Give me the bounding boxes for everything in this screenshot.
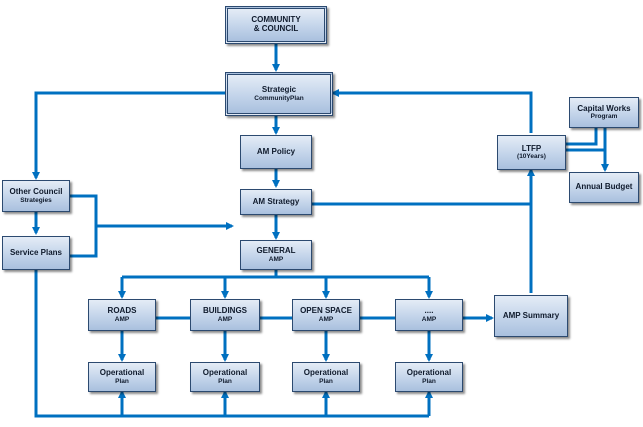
box-line1: Operational: [99, 368, 145, 378]
annual-budget-box: Annual Budget: [569, 172, 639, 203]
box-line1: COMMUNITY: [251, 15, 301, 25]
box-line2: (10Years): [517, 153, 546, 161]
ltfp-box: LTFP (10Years): [497, 135, 566, 170]
other-council-strategies-box: Other Council Strategies: [2, 180, 70, 212]
operational-plan-box: Operational Plan: [395, 362, 463, 392]
box-line2: CommunityPlan: [254, 94, 304, 102]
operational-plan-box: Operational Plan: [292, 362, 360, 392]
am-policy-box: AM Policy: [240, 135, 312, 169]
arrow-other-to-strategy: [70, 194, 234, 230]
box-line1: LTFP: [521, 143, 542, 153]
box-line1: OPEN SPACE: [300, 306, 352, 316]
box-line2: & COUNCIL: [253, 24, 299, 33]
box-line2: Strategies: [20, 196, 52, 204]
other-amp-box: .... AMP: [395, 299, 463, 331]
arrow-ltfp-to-strategic: [331, 89, 533, 133]
box-line2: Plan: [319, 377, 333, 385]
general-amp-box: GENERAL AMP: [240, 240, 312, 270]
box-line1: Operational: [202, 368, 248, 378]
box-line1: Strategic: [261, 85, 297, 95]
service-plans-box: Service Plans: [2, 236, 70, 270]
box-line1: Annual Budget: [575, 182, 633, 192]
box-line1: AM Policy: [256, 146, 296, 156]
box-line1: Operational: [303, 368, 349, 378]
operational-plan-box: Operational Plan: [190, 362, 260, 392]
capital-works-program-box: Capital Works Program: [569, 97, 639, 128]
amp-summary-box: AMP Summary: [494, 295, 568, 337]
box-line2: AMP: [421, 315, 437, 323]
open-space-amp-box: OPEN SPACE AMP: [292, 299, 360, 331]
box-line2: AMP: [114, 315, 130, 323]
box-line2: AMP: [268, 255, 284, 263]
box-line1: ....: [424, 306, 434, 316]
box-line2: AMP: [318, 315, 334, 323]
box-line2: AMP: [217, 315, 233, 323]
arrow-service-to-strategy: [70, 226, 98, 258]
box-line1: Other Council: [9, 187, 63, 197]
roads-amp-box: ROADS AMP: [88, 299, 156, 331]
box-line1: AMP Summary: [502, 310, 560, 320]
box-line2: Program: [590, 113, 618, 121]
strategic-community-plan-box: Strategic CommunityPlan: [225, 72, 333, 116]
buildings-amp-box: BUILDINGS AMP: [190, 299, 260, 331]
operational-plan-box: Operational Plan: [88, 362, 156, 392]
community-council-box: COMMUNITY & COUNCIL: [225, 6, 327, 44]
box-line1: GENERAL: [256, 246, 296, 256]
box-line2: Plan: [115, 377, 129, 385]
line-ltfp-to-capital: [566, 128, 607, 152]
box-line1: Capital Works: [577, 103, 631, 113]
box-line1: Operational: [406, 368, 452, 378]
box-line1: BUILDINGS: [203, 306, 247, 316]
box-line1: ROADS: [107, 306, 137, 316]
arrow-strategic-to-other: [32, 91, 226, 180]
am-strategy-box: AM Strategy: [240, 189, 312, 215]
line-service-to-bottom: [34, 270, 429, 418]
line-capital-to-ltfp: [566, 128, 598, 146]
box-line2: Plan: [218, 377, 232, 385]
box-line1: AM Strategy: [252, 196, 300, 206]
box-line2: Plan: [422, 377, 436, 385]
box-line1: Service Plans: [9, 247, 63, 257]
